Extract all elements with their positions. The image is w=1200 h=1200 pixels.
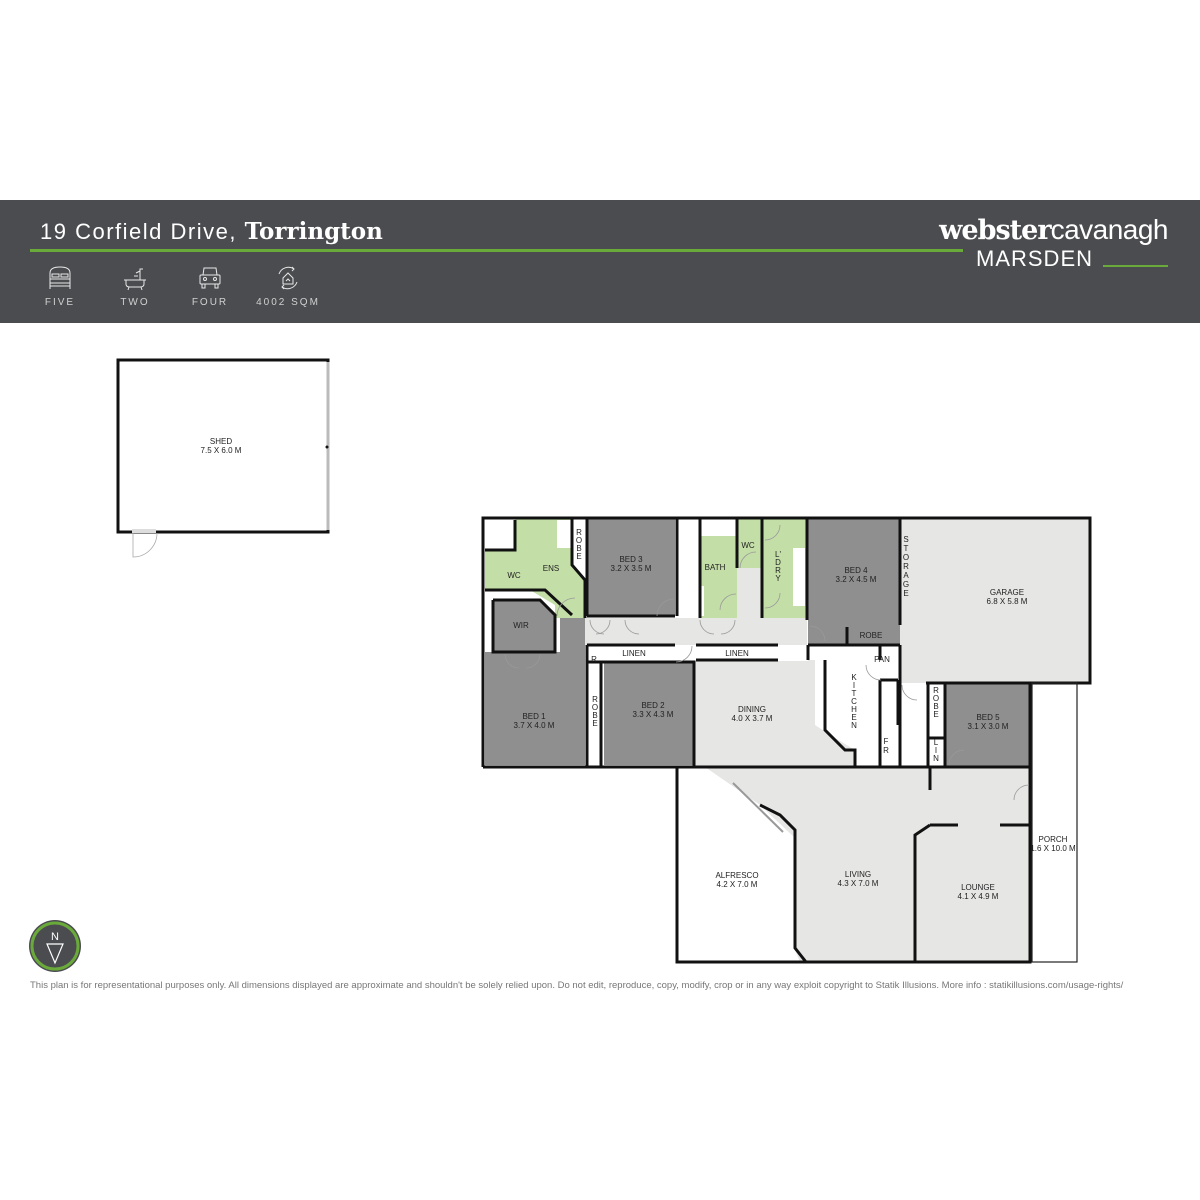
bed4-dims: 3.2 X 4.5 M bbox=[836, 575, 877, 584]
shed-label: SHED bbox=[210, 437, 232, 446]
linen1-label: LINEN bbox=[622, 649, 646, 658]
compass-label: N bbox=[51, 931, 59, 943]
shed: SHED 7.5 X 6.0 M bbox=[116, 358, 330, 558]
garage-label: GARAGE bbox=[990, 588, 1024, 597]
bedrooms-count: FIVE bbox=[44, 297, 76, 308]
feature-parking: FOUR bbox=[180, 265, 240, 308]
robe-r-label: R bbox=[591, 655, 597, 664]
wc2-label: WC bbox=[741, 541, 755, 550]
door-swings bbox=[504, 524, 1030, 801]
room-fills bbox=[485, 518, 1090, 962]
north-compass-icon: N bbox=[29, 920, 81, 972]
dining-dims: 4.0 X 3.7 M bbox=[732, 714, 773, 723]
car-icon bbox=[199, 267, 221, 289]
bed1-dims: 3.7 X 4.0 M bbox=[514, 721, 555, 730]
parking-count: FOUR bbox=[191, 297, 229, 308]
disclaimer-text: This plan is for representational purpos… bbox=[30, 980, 1124, 991]
street-address: 19 Corfield Drive, bbox=[40, 219, 237, 244]
robe4-label: ROBE bbox=[860, 631, 883, 640]
porch-outline bbox=[1031, 682, 1078, 963]
bed3-label: BED 3 bbox=[619, 555, 643, 564]
bed5-dims: 3.1 X 3.0 M bbox=[968, 722, 1009, 731]
alfresco-label: ALFRESCO bbox=[715, 871, 758, 880]
linen2-label: LINEN bbox=[725, 649, 749, 658]
porch-dims: 1.6 X 10.0 M bbox=[1030, 844, 1076, 853]
sliding-door bbox=[732, 782, 784, 833]
wc1-label: WC bbox=[507, 571, 521, 580]
porch-label: PORCH bbox=[1039, 835, 1068, 844]
bath-icon bbox=[124, 268, 146, 291]
header-banner bbox=[0, 200, 1200, 323]
land-area: 4002 SQM bbox=[256, 297, 320, 308]
brand-main: webster bbox=[939, 215, 1051, 246]
land-area-icon bbox=[278, 266, 298, 290]
bathrooms-count: TWO bbox=[120, 297, 150, 308]
bed1-label: BED 1 bbox=[522, 712, 546, 721]
agency-office: MARSDEN bbox=[976, 246, 1094, 271]
feature-land-area: 4002 SQM bbox=[253, 265, 323, 308]
lounge-dims: 4.1 X 4.9 M bbox=[958, 892, 999, 901]
bed-icon bbox=[49, 266, 71, 289]
bed3-dims: 3.2 X 3.5 M bbox=[611, 564, 652, 573]
garage-dims: 6.8 X 5.8 M bbox=[987, 597, 1028, 606]
walls bbox=[481, 516, 1092, 964]
brand-secondary: cavanagh bbox=[1050, 214, 1169, 245]
bed5-label: BED 5 bbox=[976, 713, 1000, 722]
bed4-label: BED 4 bbox=[844, 566, 868, 575]
accent-divider bbox=[30, 249, 963, 252]
wir-label: WIR bbox=[513, 621, 529, 630]
living-label: LIVING bbox=[845, 870, 871, 879]
lounge-label: LOUNGE bbox=[961, 883, 995, 892]
bed2-label: BED 2 bbox=[641, 701, 665, 710]
pantry-label: PAN bbox=[874, 655, 890, 664]
suburb: Torrington bbox=[244, 218, 383, 245]
property-address: 19 Corfield Drive, Torrington bbox=[40, 218, 383, 245]
bath-label: BATH bbox=[705, 563, 726, 572]
alfresco-dims: 4.2 X 7.0 M bbox=[717, 880, 758, 889]
feature-bedrooms: FIVE bbox=[30, 265, 90, 308]
agency-logo: webstercavanagh bbox=[939, 214, 1168, 246]
ens-label: ENS bbox=[543, 564, 559, 573]
bed2-dims: 3.3 X 4.3 M bbox=[633, 710, 674, 719]
feature-bathrooms: TWO bbox=[105, 265, 165, 308]
shed-dims: 7.5 X 6.0 M bbox=[201, 446, 242, 455]
dining-label: DINING bbox=[738, 705, 766, 714]
accent-divider-short bbox=[1103, 265, 1168, 267]
living-dims: 4.3 X 7.0 M bbox=[838, 879, 879, 888]
